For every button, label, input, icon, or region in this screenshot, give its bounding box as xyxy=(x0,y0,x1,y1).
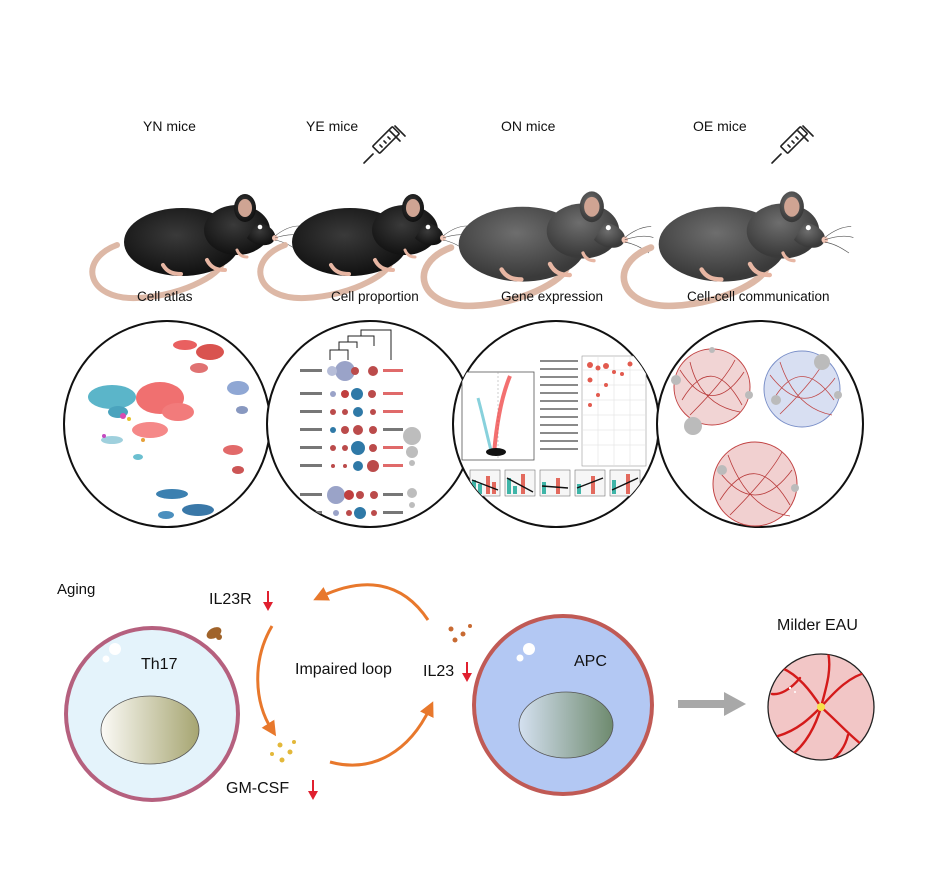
apc-cell xyxy=(472,614,654,796)
mouse-label-ye: YE mice xyxy=(306,118,359,134)
syringe-icon xyxy=(771,125,814,164)
panel-label-gene-expression: Gene expression xyxy=(501,289,604,304)
mouse-label-oe: OE mice xyxy=(693,118,747,134)
down-arrow-icon xyxy=(462,662,472,682)
th17-cell xyxy=(64,626,240,802)
down-arrow-icon xyxy=(263,591,273,611)
mouse-label-on: ON mice xyxy=(501,118,556,134)
network-ye xyxy=(763,350,842,428)
gm-csf-label: GM-CSF xyxy=(226,780,290,797)
aging-label: Aging xyxy=(57,581,96,598)
panel-cell-proportion xyxy=(266,320,474,528)
outcome-arrow xyxy=(678,692,746,716)
network-on-oe xyxy=(712,441,799,527)
panel-gene-expression xyxy=(452,320,660,528)
mouse-ye xyxy=(260,194,469,298)
mouse-label-yn: YN mice xyxy=(143,118,196,134)
il23r-receptor-icon xyxy=(206,627,222,640)
il23-label: IL23 xyxy=(423,663,455,680)
panel-label-cell-cell-communication: Cell-cell communication xyxy=(687,289,830,304)
il23-molecules xyxy=(448,624,472,643)
panel-label-cell-atlas: Cell atlas xyxy=(137,289,193,304)
outcome-label: Milder EAU xyxy=(777,617,858,634)
il23r-label: IL23R xyxy=(209,591,252,608)
syringe-icon xyxy=(363,125,406,164)
panel-cell-atlas xyxy=(63,320,271,528)
gm-csf-molecules xyxy=(270,740,296,763)
panel-label-cell-proportion: Cell proportion xyxy=(331,289,419,304)
th17-label: Th17 xyxy=(141,656,178,673)
retina-icon xyxy=(767,653,875,761)
mouse-yn xyxy=(92,194,301,298)
impaired-loop-arrows xyxy=(256,583,434,767)
panel-cell-cell-communication xyxy=(656,320,864,528)
network-yn xyxy=(671,347,753,435)
apc-label: APC xyxy=(574,653,607,670)
down-arrow-icon xyxy=(308,780,318,800)
impaired-loop-label: Impaired loop xyxy=(295,661,392,678)
